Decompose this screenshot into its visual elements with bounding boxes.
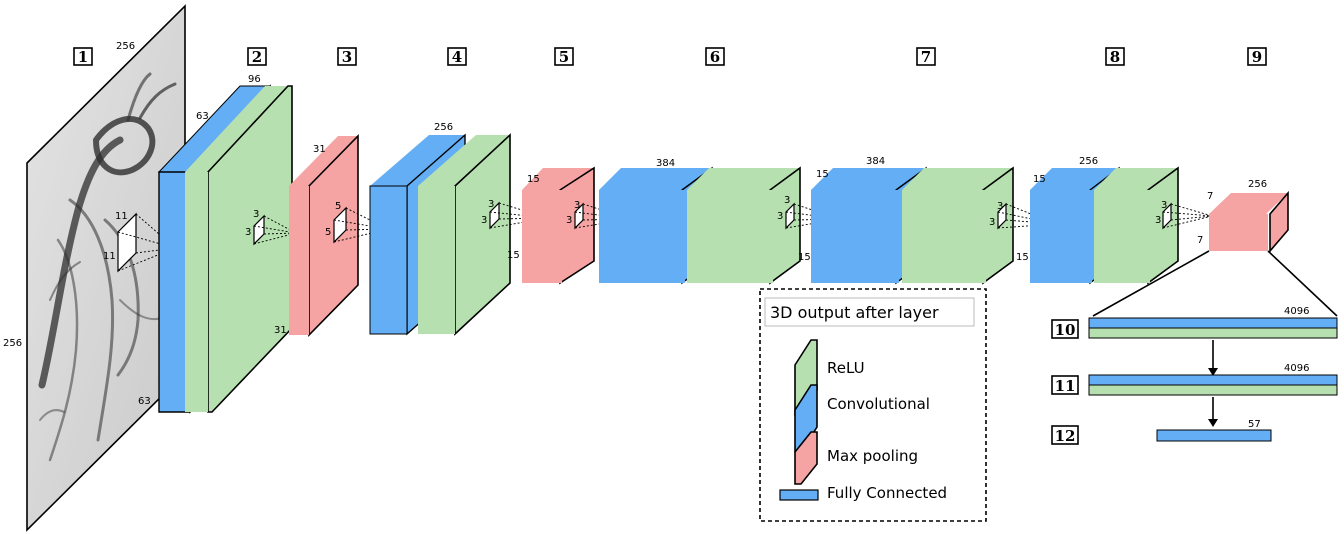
legend-title: 3D output after layer bbox=[770, 303, 939, 322]
legend: 3D output after layer ReLU Convolutional… bbox=[759, 288, 987, 522]
layer-9-side-top: 7 bbox=[1207, 191, 1213, 202]
layer-number-9: 9 bbox=[1247, 47, 1267, 66]
kernel-1-w: 11 bbox=[115, 211, 128, 222]
layer-number-3: 3 bbox=[337, 47, 357, 66]
svg-text:2: 2 bbox=[252, 48, 262, 66]
svg-text:1: 1 bbox=[78, 48, 88, 66]
input-image: 256 256 11 11 bbox=[3, 4, 186, 532]
arrow-down-icon bbox=[1208, 368, 1218, 376]
legend-item-convolutional: Convolutional bbox=[827, 395, 930, 413]
svg-text:10: 10 bbox=[1055, 321, 1076, 339]
svg-text:6: 6 bbox=[710, 48, 720, 66]
layer-5-side-bottom: 15 bbox=[507, 250, 520, 261]
layer-number-2: 2 bbox=[247, 47, 267, 66]
layer-3-block: 31 31 5 5 bbox=[274, 134, 389, 337]
layer-number-7: 7 bbox=[916, 47, 936, 66]
layer-7-top-label: 384 bbox=[866, 156, 885, 167]
layer-number-11: 11 bbox=[1051, 375, 1079, 395]
svg-text:9: 9 bbox=[1252, 48, 1262, 66]
svg-text:4: 4 bbox=[452, 48, 462, 66]
svg-text:3: 3 bbox=[342, 48, 352, 66]
kernel-3-h: 5 bbox=[325, 227, 331, 238]
layer-6-top-label: 384 bbox=[656, 158, 675, 169]
layer-5-side-top: 15 bbox=[527, 174, 540, 185]
layer-number-1: 1 bbox=[73, 47, 93, 66]
layer-number-5: 5 bbox=[554, 47, 574, 66]
layer-7-side-top: 15 bbox=[816, 169, 829, 180]
layer-3-side-top: 31 bbox=[313, 144, 326, 155]
insect-silhouette-icon bbox=[38, 72, 177, 462]
layer-number-10: 10 bbox=[1051, 319, 1079, 339]
layer-8-block: 256 15 3 3 bbox=[1030, 156, 1213, 285]
fc11-label: 4096 bbox=[1284, 363, 1309, 374]
layer-6-block: 384 3 3 15 bbox=[599, 158, 841, 285]
fc-layer-11: 4096 bbox=[1088, 363, 1338, 396]
kernel-4-w: 3 bbox=[488, 199, 494, 210]
layer-6-side-bottom: 15 bbox=[798, 252, 811, 263]
layer-8-top-label: 256 bbox=[1079, 156, 1098, 167]
layer-2-relu-slab bbox=[185, 85, 293, 413]
kernel-8-w: 3 bbox=[1161, 200, 1167, 211]
input-height-label: 256 bbox=[3, 338, 22, 349]
layer-7-block: 384 15 3 3 15 bbox=[811, 156, 1057, 285]
layer-number-boxes: 1 2 3 4 5 6 7 8 9 10 11 12 bbox=[73, 47, 1267, 445]
kernel-2-w: 3 bbox=[253, 209, 259, 220]
kernel-6-h: 3 bbox=[777, 211, 783, 222]
input-width-label: 256 bbox=[116, 41, 135, 52]
layer-2-side-bottom: 63 bbox=[138, 396, 151, 407]
layer-4-block: 256 3 3 bbox=[369, 122, 549, 336]
kernel-7-w: 3 bbox=[997, 201, 1003, 212]
layer-5-block: 15 15 3 3 bbox=[507, 166, 631, 285]
layer-2-block: 96 63 63 3 3 bbox=[138, 74, 297, 414]
kernel-2-h: 3 bbox=[245, 227, 251, 238]
fc-bar-icon bbox=[779, 489, 819, 501]
kernel-1-h: 11 bbox=[103, 251, 116, 262]
legend-item-relu: ReLU bbox=[827, 359, 865, 377]
pool-slab-icon bbox=[794, 431, 818, 485]
legend-item-max-pooling: Max pooling bbox=[827, 447, 918, 465]
arrow-down-icon bbox=[1208, 419, 1218, 427]
svg-text:7: 7 bbox=[921, 48, 931, 66]
svg-text:11: 11 bbox=[1055, 377, 1076, 395]
layer-7-side-bottom: 15 bbox=[1016, 252, 1029, 263]
layer-number-12: 12 bbox=[1051, 425, 1079, 445]
fc-layer-10: 4096 bbox=[1088, 306, 1338, 339]
layer-number-6: 6 bbox=[705, 47, 725, 66]
fc-layer-12: 57 bbox=[1156, 419, 1272, 442]
legend-item-fully-connected: Fully Connected bbox=[827, 484, 947, 502]
layer-2-side-top: 63 bbox=[196, 111, 209, 122]
layer-4-top-label: 256 bbox=[434, 122, 453, 133]
layer-number-4: 4 bbox=[447, 47, 467, 66]
fc10-label: 4096 bbox=[1284, 306, 1309, 317]
svg-text:12: 12 bbox=[1055, 427, 1076, 445]
layer-2-top-label: 96 bbox=[248, 74, 261, 85]
layer-number-8: 8 bbox=[1105, 47, 1125, 66]
kernel-8-h: 3 bbox=[1155, 215, 1161, 226]
kernel-7-h: 3 bbox=[989, 217, 995, 228]
svg-text:5: 5 bbox=[559, 48, 569, 66]
kernel-5-w: 3 bbox=[574, 200, 580, 211]
layer-9-top-label: 256 bbox=[1248, 179, 1267, 190]
fc12-label: 57 bbox=[1248, 419, 1261, 430]
layer-8-side-top: 15 bbox=[1033, 174, 1046, 185]
kernel-4-h: 3 bbox=[481, 215, 487, 226]
layer-9-block: 256 7 7 bbox=[1092, 179, 1338, 317]
layer-9-side-bottom: 7 bbox=[1197, 235, 1203, 246]
kernel-5-h: 3 bbox=[566, 215, 572, 226]
svg-text:8: 8 bbox=[1110, 48, 1120, 66]
kernel-3-w: 5 bbox=[335, 201, 341, 212]
layer-3-side-bottom: 31 bbox=[274, 325, 287, 336]
kernel-6-w: 3 bbox=[784, 195, 790, 206]
